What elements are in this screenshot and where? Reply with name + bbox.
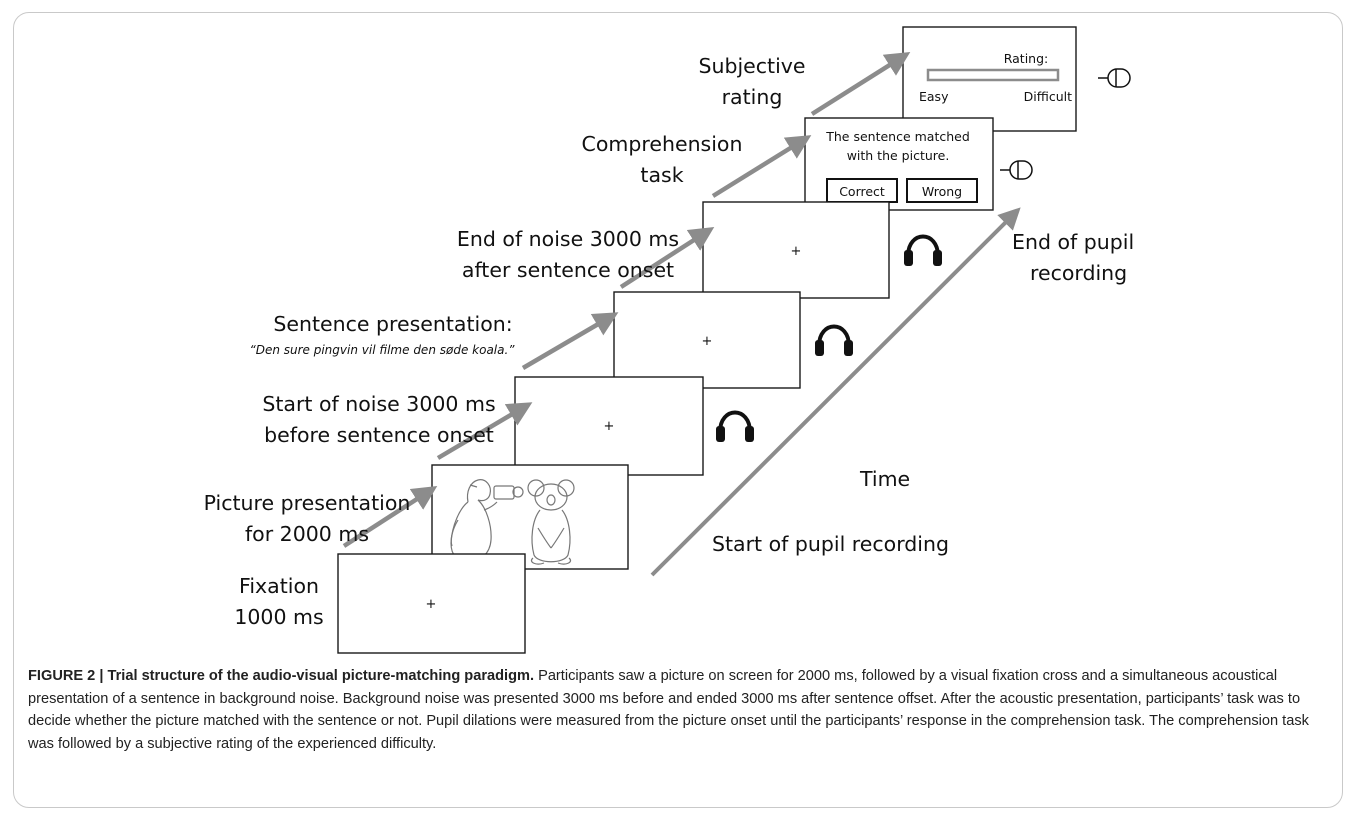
comprehension-task-label-2: task [640,163,683,187]
comprehension-screen: The sentence matched with the picture. C… [804,117,994,211]
rating-easy-label: Easy [919,89,949,104]
sentence-example: “Den sure pingvin vil filme den søde koa… [249,343,515,357]
mouse-icon [1098,68,1131,88]
start-noise-label-2: before sentence onset [264,423,494,447]
end-pupil-label-1: End of pupil [1012,230,1134,254]
fixation-screen: + [337,553,526,654]
mouse-icon [1000,160,1033,180]
rating-title: Rating: [1004,51,1049,66]
picture-presentation-label-1: Picture presentation [204,491,411,515]
start-pupil-label: Start of pupil recording [712,532,949,556]
rating-screen: Rating: Easy Difficult [902,26,1077,132]
step-arrow-1 [342,485,438,548]
end-pupil-label-2: recording [1030,261,1127,285]
step-arrows [342,52,911,548]
sentence-presentation-label: Sentence presentation: [273,312,512,336]
fixation-label-1: Fixation [239,574,319,598]
end-noise-label-1: End of noise 3000 ms [457,227,679,251]
step-arrow-4 [619,226,715,289]
headphones-icon [716,410,754,442]
headphones-icon [904,234,942,266]
rating-bar [926,68,1060,82]
correct-button-label: Correct [839,184,885,199]
subjective-rating-label-2: rating [722,85,783,109]
figure-frame [13,12,1343,808]
start-noise-label-1: Start of noise 3000 ms [262,392,495,416]
subjective-rating-label-1: Subjective [698,54,805,78]
wrong-button-label: Wrong [922,184,962,199]
comprehension-task-label-1: Comprehension [582,132,743,156]
step-arrow-3 [521,312,619,370]
rating-difficult-label: Difficult [1024,89,1072,104]
headphones-icon [815,324,853,356]
fixation-label-2: 1000 ms [234,605,323,629]
trial-structure-diagram: Rating: Easy Difficult The sentence matc… [204,26,1134,654]
start-noise-screen: + [514,376,704,476]
sentence-screen: + [613,291,801,389]
picture-screen [431,464,629,570]
picture-presentation-label-2: for 2000 ms [245,522,369,546]
fixation-cross: + [791,244,802,259]
wrong-button [906,178,978,203]
caption-heading: FIGURE 2 | Trial structure of the audio-… [28,668,535,684]
end-noise-screen: + [702,201,890,299]
step-arrow-5 [711,135,812,198]
time-arrow [650,207,1021,577]
comprehension-line-1: The sentence matched [825,129,970,144]
fixation-cross: + [604,419,615,434]
end-noise-label-2: after sentence onset [462,258,674,282]
fixation-cross: + [702,334,713,349]
koala-image [527,479,575,565]
figure-caption: FIGURE 2 | Trial structure of the audio-… [28,665,1330,755]
comprehension-line-2: with the picture. [847,148,950,163]
step-arrow-6 [810,52,911,116]
time-label: Time [859,467,910,491]
caption-body: Participants saw a picture on screen for… [28,668,1309,752]
fixation-cross: + [426,597,437,612]
step-arrow-2 [436,402,533,460]
